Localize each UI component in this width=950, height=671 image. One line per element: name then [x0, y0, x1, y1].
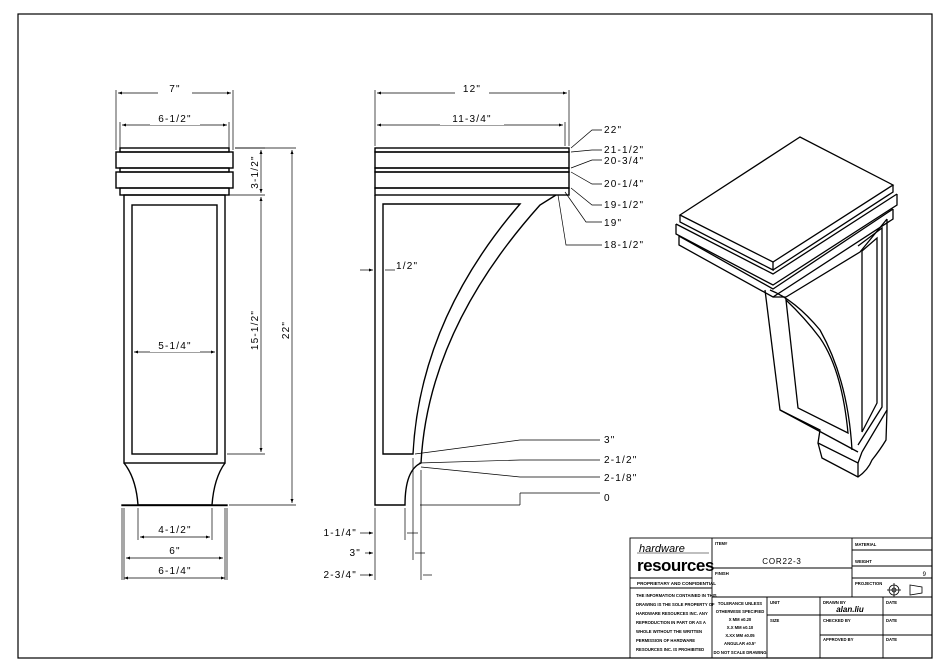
dim-depth-1-1-4: 1-1/4": [323, 528, 357, 539]
dim-depth-3: 3": [349, 548, 361, 559]
dim-height-20-1-4: 20-1/4": [604, 179, 644, 190]
dim-panel-width: 5-1/4": [158, 341, 192, 352]
dim-bottom-0: 0: [604, 493, 611, 504]
size-label: SIZE: [770, 618, 780, 623]
dim-height-22: 22": [604, 125, 622, 136]
dim-height-21-1-2: 21-1/2": [604, 145, 644, 156]
tolerance-line-2: OTHERWISE SPECIFIED: [716, 609, 765, 614]
weight-label: WEIGHT: [855, 559, 872, 564]
checked-by-label: CHECKED BY: [823, 618, 851, 623]
isometric-view: [675, 136, 898, 478]
dim-bottom-3: 3": [604, 435, 616, 446]
front-view-labels: 7" 6-1/2" 3-1/2" 15-1/2" 22" 5-1/4" 4-1/…: [150, 83, 292, 577]
finish-label: FINISH: [715, 571, 729, 576]
drawn-by-label: DRAWN BY: [823, 600, 846, 605]
dim-height-18-1-2: 18-1/2": [604, 240, 644, 251]
dim-width-top: 7": [169, 84, 181, 95]
dim-depth-inner: 11-3/4": [452, 114, 492, 125]
title-block: [629, 537, 933, 659]
third-angle-projection-icon: [887, 583, 923, 597]
proprietary-line-5: WHOLE WITHOUT THE WRITTEN: [636, 629, 702, 634]
title-block-text: hardware resources PROPRIETARY AND CONFI…: [636, 541, 927, 655]
tolerance-line-6: ANGULAR ±0.5°: [724, 641, 756, 646]
weight-value: 9: [923, 572, 927, 578]
date-label-1: DATE: [886, 600, 897, 605]
proprietary-title: PROPRIETARY AND CONFIDENTIAL: [637, 581, 716, 586]
material-label: MATERIAL: [855, 542, 877, 547]
dim-height-20-3-4: 20-3/4": [604, 156, 644, 167]
front-view: [115, 147, 234, 507]
dim-height-19: 19": [604, 218, 622, 229]
dim-depth-top: 12": [463, 84, 481, 95]
dim-bottom-2-1-2: 2-1/2": [604, 455, 638, 466]
tolerance-line-1: TOLERANCE UNLESS: [718, 601, 762, 606]
tolerance-line-5: X.XX MM ±0.05: [725, 633, 755, 638]
item-value: COR22-3: [762, 557, 801, 566]
proprietary-line-2: DRAWING IS THE SOLE PROPERTY OF: [636, 602, 715, 607]
date-label-2: DATE: [886, 618, 897, 623]
dim-base-outer: 6-1/4": [158, 566, 192, 577]
tolerance-line-7: DO NOT SCALE DRAWING: [713, 650, 766, 655]
side-view: [374, 147, 570, 506]
proprietary-line-1: THE INFORMATION CONTAINED IN THIS: [636, 593, 717, 598]
date-label-3: DATE: [886, 637, 897, 642]
side-view-dimensions: [360, 90, 602, 580]
dim-total-height: 22": [281, 321, 292, 339]
dim-depth-2-3-4: 2-3/4": [323, 570, 357, 581]
dim-bottom-2-1-8: 2-1/8": [604, 473, 638, 484]
sheet-border: [17, 13, 933, 659]
item-label: ITEM#: [715, 541, 728, 546]
dim-foot-width: 4-1/2": [158, 525, 192, 536]
brand-logo-top: hardware: [639, 543, 685, 555]
dim-base-width: 6": [169, 546, 181, 557]
brand-logo-bottom: resources: [637, 556, 714, 575]
proprietary-line-3: HARDWARE RESOURCES INC. ANY: [636, 611, 708, 616]
tolerance-line-3: X MM ±0.20: [729, 617, 752, 622]
side-view-labels: 12" 11-3/4" 22" 21-1/2" 20-3/4" 20-1/4" …: [323, 83, 644, 581]
tolerance-line-4: X.X MM ±0.10: [727, 625, 754, 630]
proprietary-line-7: RESOURCES INC. IS PROHIBITED: [636, 647, 704, 652]
dim-panel-height: 15-1/2": [250, 310, 261, 350]
dim-cap-height: 3-1/2": [250, 155, 261, 189]
proprietary-line-4: REPRODUCTION IN PART OR AS A: [636, 620, 706, 625]
drawn-by-value: alan.liu: [836, 605, 864, 614]
front-view-dimensions: [115, 90, 296, 580]
projection-label: PROJECTION: [855, 581, 882, 586]
proprietary-line-6: PERMISSION OF HARDWARE: [636, 638, 695, 643]
unit-label: UNIT: [770, 600, 780, 605]
dim-height-19-1-2: 19-1/2": [604, 200, 644, 211]
dim-width-inner: 6-1/2": [158, 114, 192, 125]
dim-reveal: 1/2": [396, 261, 418, 272]
approved-by-label: APPROVED BY: [823, 637, 854, 642]
